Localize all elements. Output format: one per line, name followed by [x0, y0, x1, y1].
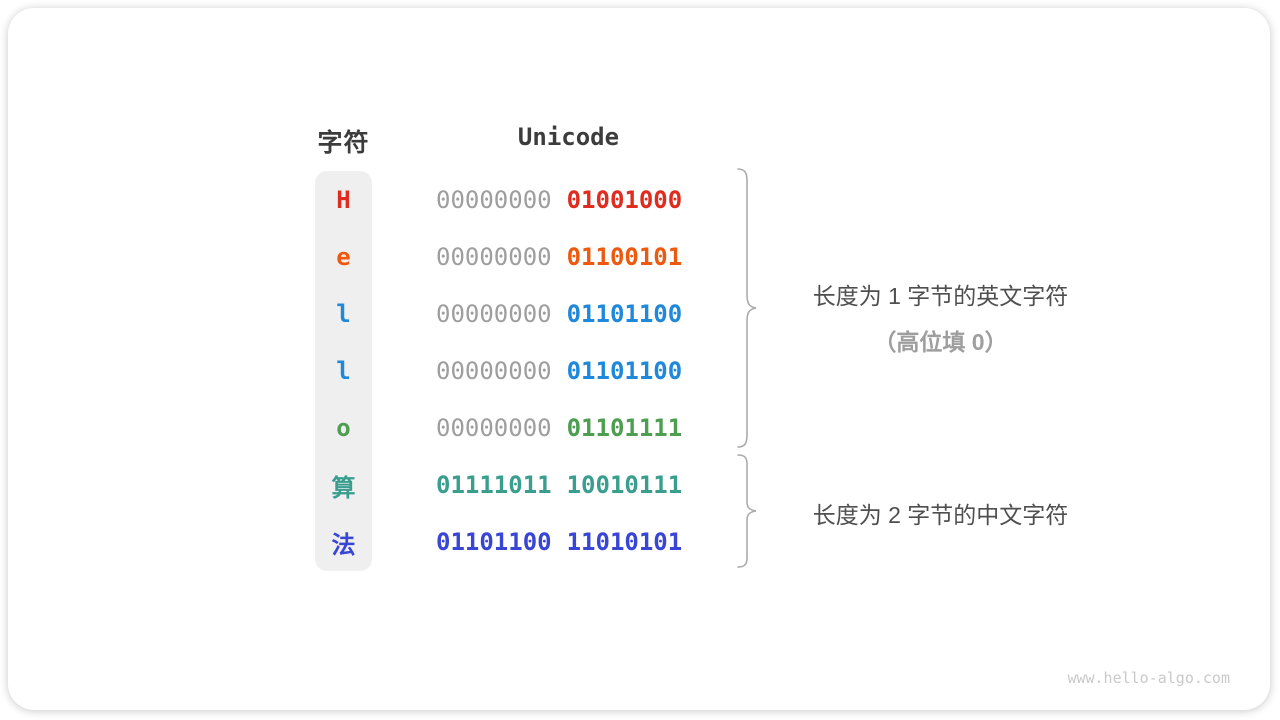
unicode-high-byte: 01101100: [436, 528, 552, 557]
unicode-column-header: Unicode: [517, 123, 620, 151]
unicode-high-byte: 00000000: [436, 356, 552, 385]
annotation-chinese-chars: 长度为 2 字节的中文字符: [773, 496, 1108, 530]
character-cell: 算: [331, 473, 356, 502]
encoding-table: H 00000000 01001000 e 00000000 01100101 …: [315, 171, 683, 571]
char-column-header: 字符: [317, 129, 370, 157]
character-cell: 法: [331, 530, 356, 559]
unicode-low-byte: 01101111: [566, 413, 683, 442]
watermark: www.hello-algo.com: [1067, 669, 1230, 687]
character-cell: H: [336, 185, 351, 214]
unicode-low-byte: 01001000: [566, 185, 683, 214]
character-cell: l: [336, 299, 351, 328]
table-row-l2: l 00000000 01101100: [315, 342, 682, 399]
character-cell: e: [336, 242, 351, 271]
table-row-H: H 00000000 01001000: [315, 171, 682, 228]
annotation-english-chars: 长度为 1 字节的英文字符 （高位填 0）: [773, 277, 1108, 357]
unicode-low-byte: 10010111: [566, 471, 683, 500]
unicode-high-byte: 01111011: [436, 471, 552, 500]
brace-one-byte-group: [737, 168, 757, 448]
table-row-l1: l 00000000 01101100: [315, 285, 682, 342]
unicode-high-byte: 00000000: [436, 413, 552, 442]
unicode-low-byte: 01100101: [566, 242, 683, 271]
character-cell: l: [336, 356, 351, 385]
unicode-low-byte: 11010101: [566, 528, 683, 557]
unicode-high-byte: 00000000: [436, 299, 552, 328]
annotation-subline: （高位填 0）: [873, 329, 1008, 355]
unicode-high-byte: 00000000: [436, 185, 552, 214]
character-cell: o: [336, 413, 351, 442]
unicode-low-byte: 01101100: [566, 299, 683, 328]
table-row-o: o 00000000 01101111: [315, 399, 682, 456]
table-row-fa: 法 01101100 11010101: [315, 514, 683, 571]
brace-two-byte-group: [737, 454, 757, 568]
unicode-low-byte: 01101100: [566, 356, 683, 385]
table-row-e: e 00000000 01100101: [315, 228, 682, 285]
char-column-background: [315, 171, 372, 571]
unicode-high-byte: 00000000: [436, 242, 552, 271]
annotation-line: 长度为 2 字节的中文字符: [812, 502, 1069, 528]
table-row-suan: 算 01111011 10010111: [315, 456, 683, 513]
diagram-card: 字符 Unicode H 00000000 01001000 e 0000000…: [8, 8, 1270, 710]
annotation-line: 长度为 1 字节的英文字符: [812, 283, 1069, 309]
